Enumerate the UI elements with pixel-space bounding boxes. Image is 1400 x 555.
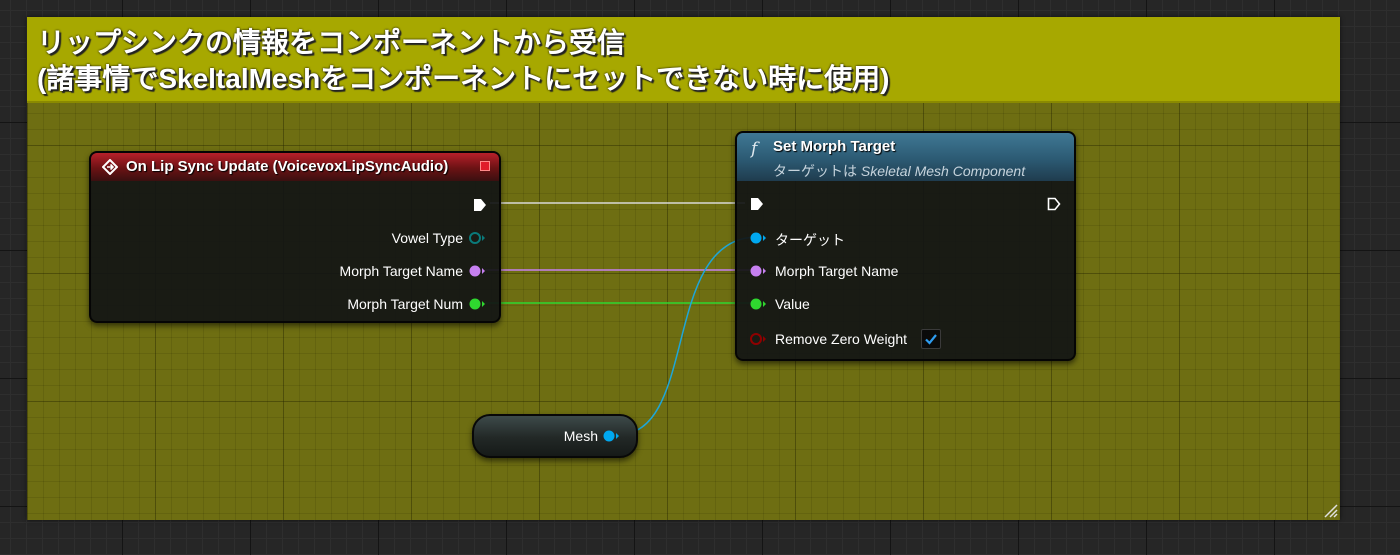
resize-grip-icon[interactable] — [1322, 502, 1338, 518]
remove-zero-weight-checkbox[interactable] — [921, 329, 941, 349]
function-node-title: Set Morph Target — [773, 138, 896, 155]
comment-title-line-2: (諸事情でSkeltalMeshをコンポーネントにセットできない時に使用) — [37, 63, 890, 94]
mesh-out-pin[interactable] — [602, 429, 620, 443]
vowel-type-pin[interactable] — [468, 231, 486, 245]
target-class-prefix: ターゲットは — [773, 163, 861, 179]
target-class-name: Skeletal Mesh Component — [860, 163, 1026, 179]
remove-zero-weight-pin[interactable] — [749, 332, 767, 346]
delegate-pin[interactable] — [480, 161, 490, 171]
comment-box[interactable]: リップシンクの情報をコンポーネントから受信 (諸事情でSkeltalMeshをコ… — [27, 17, 1340, 520]
event-node-header[interactable]: On Lip Sync Update (VoicevoxLipSyncAudio… — [91, 153, 499, 181]
svg-text:f: f — [749, 139, 760, 158]
function-node-subtitle: ターゲットは Skeletal Mesh Component — [773, 161, 1025, 181]
pin-label-target: ターゲット — [775, 232, 845, 248]
event-diamond-icon — [102, 159, 118, 175]
checkmark-icon — [925, 334, 937, 345]
target-pin[interactable] — [749, 231, 767, 245]
comment-title-line-1: リップシンクの情報をコンポーネントから受信 — [37, 27, 626, 58]
mesh-variable-node[interactable]: Mesh — [472, 414, 638, 458]
set-morph-target-node[interactable]: f Set Morph Target ターゲットは Skeletal Mesh … — [735, 131, 1076, 361]
pin-label-morph-target-name: Morph Target Name — [339, 263, 463, 279]
pin-label-value: Value — [775, 296, 810, 312]
mesh-label: Mesh — [563, 428, 598, 444]
morph-target-name-pin[interactable] — [468, 264, 486, 278]
exec-out-pin[interactable] — [1046, 196, 1062, 212]
comment-header[interactable]: リップシンクの情報をコンポーネントから受信 (諸事情でSkeltalMeshをコ… — [27, 17, 1340, 103]
function-f-icon: f — [749, 139, 760, 158]
mesh-target-wire[interactable] — [616, 236, 759, 436]
function-node-header[interactable]: f Set Morph Target ターゲットは Skeletal Mesh … — [737, 133, 1074, 181]
event-node-title: On Lip Sync Update (VoicevoxLipSyncAudio… — [126, 158, 449, 175]
pin-label-remove-zero-weight: Remove Zero Weight — [775, 331, 908, 347]
pin-label-morph-target-name-in: Morph Target Name — [775, 263, 899, 279]
pin-label-vowel-type: Vowel Type — [391, 230, 463, 246]
exec-out-pin[interactable] — [472, 197, 488, 213]
exec-in-pin[interactable] — [749, 196, 765, 212]
morph-target-num-pin[interactable] — [468, 297, 486, 311]
on-lip-sync-update-node[interactable]: On Lip Sync Update (VoicevoxLipSyncAudio… — [89, 151, 501, 323]
value-pin[interactable] — [749, 297, 767, 311]
pin-label-morph-target-num: Morph Target Num — [347, 296, 463, 312]
morph-target-name-in-pin[interactable] — [749, 264, 767, 278]
